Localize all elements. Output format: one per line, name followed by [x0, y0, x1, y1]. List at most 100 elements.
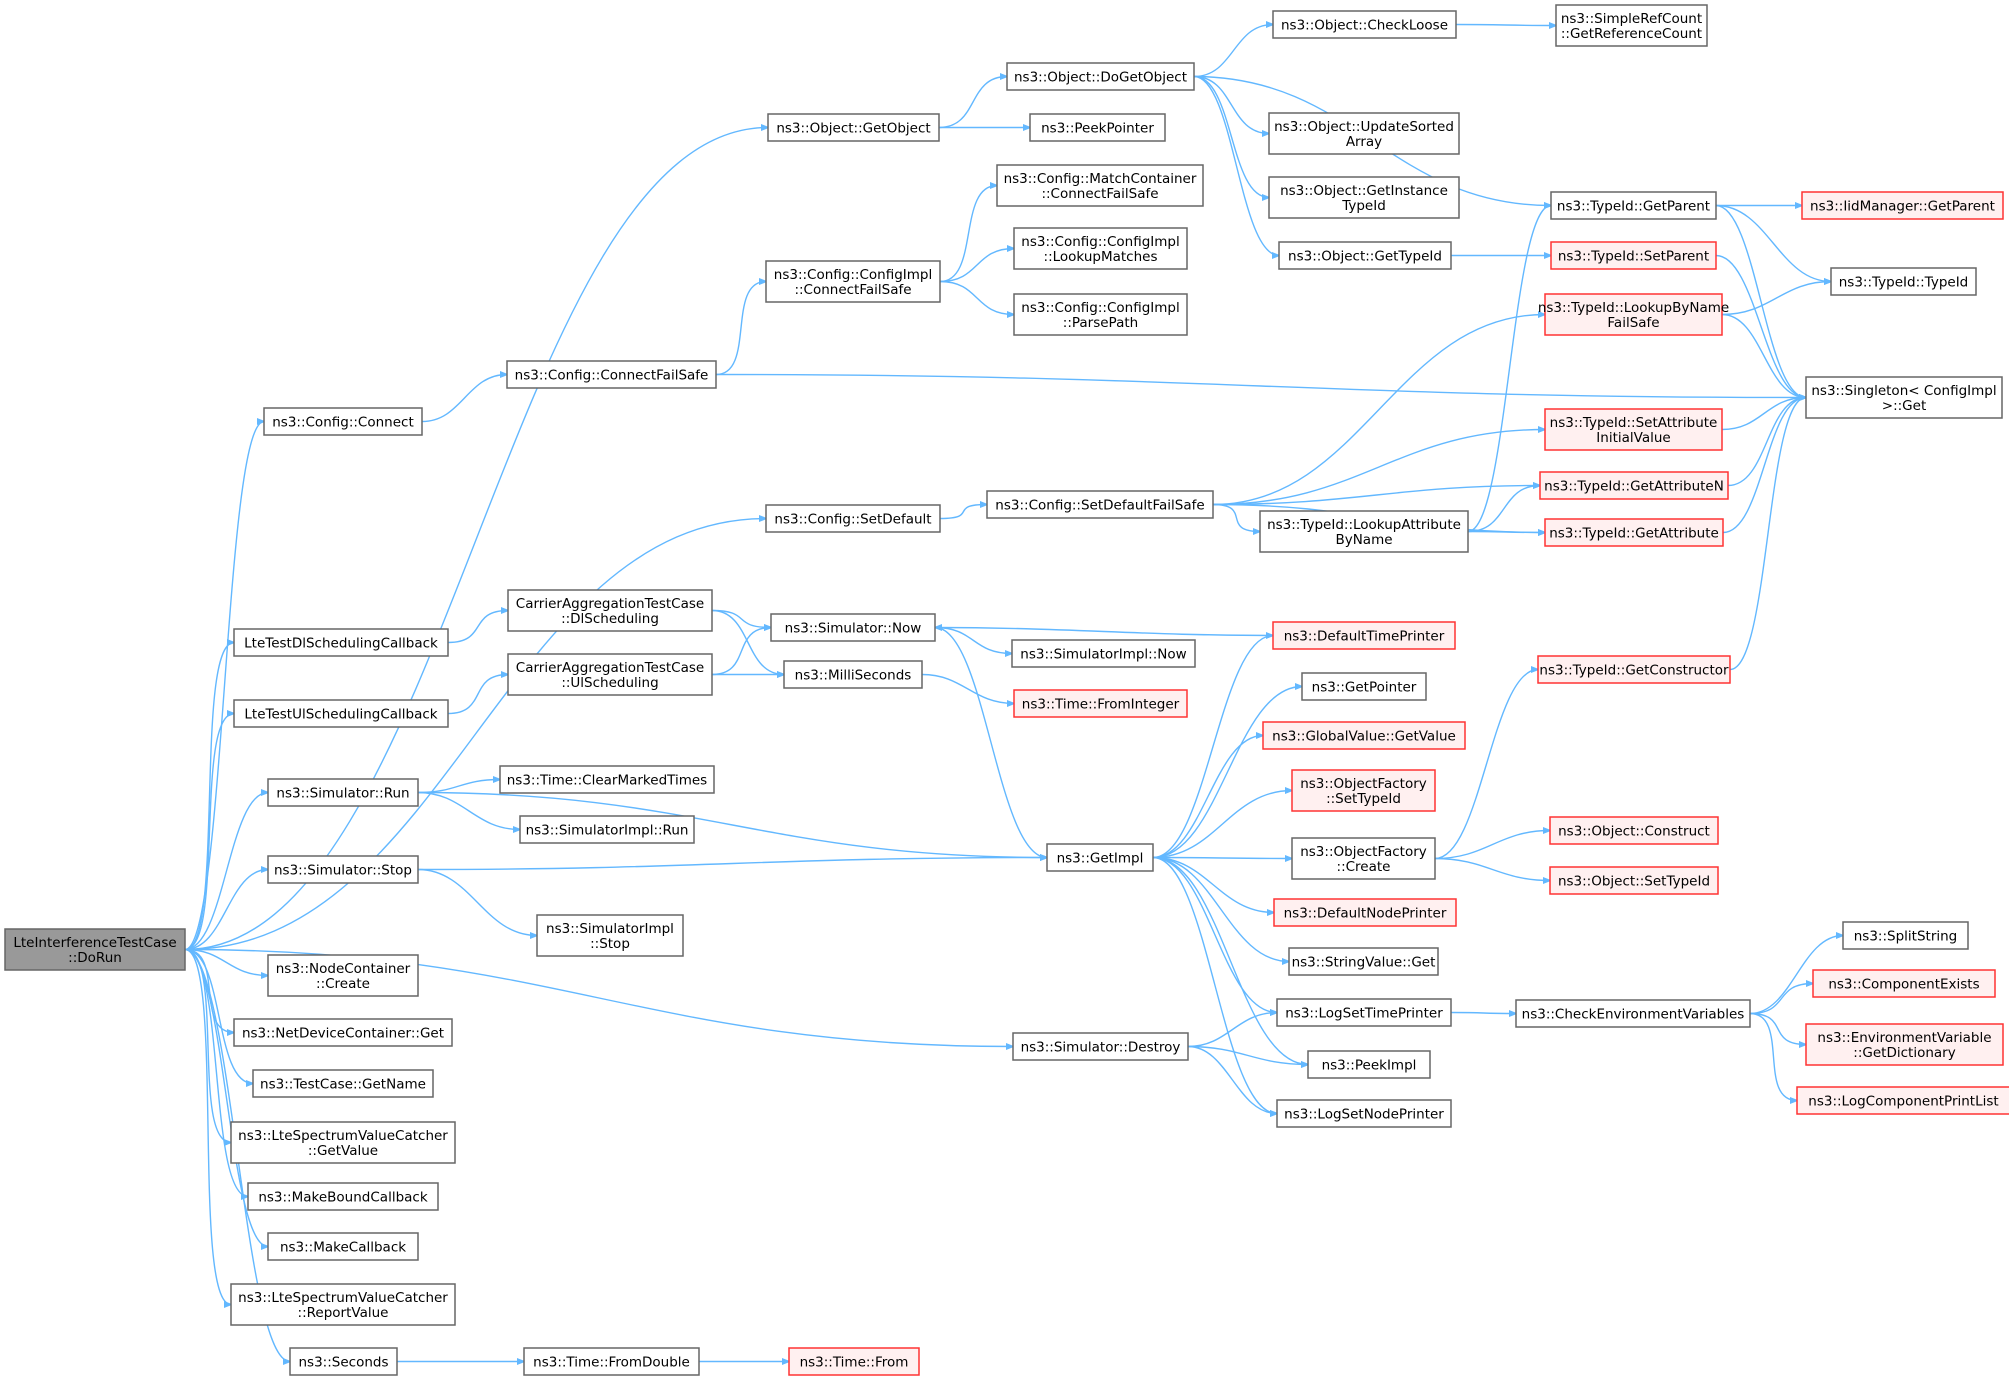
node-seconds[interactable]: ns3::Seconds	[289, 1347, 398, 1376]
node-connectfs[interactable]: ns3::Config::ConnectFailSafe	[506, 360, 717, 389]
edge-ofcreate-to-objsettypeid	[1434, 857, 1550, 881]
node-simimplnow[interactable]: ns3::SimulatorImpl::Now	[1011, 639, 1196, 668]
node-peekpointer[interactable]: ns3::PeekPointer	[1029, 113, 1166, 142]
node-objgettypeid[interactable]: ns3::Object::GetTypeId	[1278, 241, 1452, 270]
node-simrun[interactable]: ns3::Simulator::Run	[267, 778, 419, 807]
node-spectrumget[interactable]: ns3::LteSpectrumValueCatcher::GetValue	[230, 1121, 456, 1164]
node-label-ofcreate-0: ns3::ObjectFactory	[1300, 844, 1427, 860]
edge-root-to-connect	[184, 422, 264, 951]
node-matchcontainer[interactable]: ns3::Config::MatchContainer::ConnectFail…	[996, 164, 1204, 207]
node-makecallback[interactable]: ns3::MakeCallback	[267, 1232, 419, 1261]
node-defnodeprinter[interactable]: ns3::DefaultNodePrinter	[1273, 898, 1457, 927]
node-deftimeprinter[interactable]: ns3::DefaultTimePrinter	[1272, 621, 1456, 650]
node-label-simstop-0: ns3::Simulator::Stop	[274, 863, 412, 879]
node-objconstruct[interactable]: ns3::Object::Construct	[1549, 816, 1719, 845]
node-getconstructor[interactable]: ns3::TypeId::GetConstructor	[1537, 655, 1731, 684]
node-label-lookupmatches-0: ns3::Config::ConfigImpl	[1021, 234, 1179, 250]
node-milliseconds[interactable]: ns3::MilliSeconds	[783, 660, 923, 689]
node-box-fromdouble	[523, 1347, 700, 1376]
node-root[interactable]: LteInterferenceTestCase::DoRun	[4, 928, 186, 971]
node-label-simnow-0: ns3::Simulator::Now	[785, 621, 922, 637]
node-getobject[interactable]: ns3::Object::GetObject	[767, 113, 940, 142]
node-box-objgettypeid	[1278, 241, 1452, 270]
node-ofcreate[interactable]: ns3::ObjectFactory::Create	[1291, 837, 1436, 880]
node-box-lookupmatches	[1013, 227, 1188, 270]
node-logsetnode[interactable]: ns3::LogSetNodePrinter	[1276, 1099, 1452, 1128]
node-simdestroy[interactable]: ns3::Simulator::Destroy	[1012, 1032, 1189, 1061]
node-spectrumreport[interactable]: ns3::LteSpectrumValueCatcher::ReportValu…	[230, 1283, 456, 1326]
node-simimplstop[interactable]: ns3::SimulatorImpl::Stop	[536, 914, 684, 957]
node-label-getimpl-0: ns3::GetImpl	[1057, 851, 1144, 867]
node-label-ulcallback-0: LteTestUlSchedulingCallback	[244, 707, 437, 723]
node-simnow[interactable]: ns3::Simulator::Now	[770, 613, 936, 642]
node-setdefaultfs[interactable]: ns3::Config::SetDefaultFailSafe	[986, 490, 1214, 519]
node-parsepath[interactable]: ns3::Config::ConfigImpl::ParsePath	[1013, 293, 1188, 336]
node-clearmarked[interactable]: ns3::Time::ClearMarkedTimes	[499, 765, 715, 794]
node-peekimpl[interactable]: ns3::PeekImpl	[1307, 1050, 1431, 1079]
node-checkloose[interactable]: ns3::Object::CheckLoose	[1272, 10, 1457, 39]
node-box-logsettime	[1276, 998, 1452, 1027]
node-nodecontainer[interactable]: ns3::NodeContainer::Create	[267, 954, 419, 997]
node-makebound[interactable]: ns3::MakeBoundCallback	[247, 1182, 439, 1211]
node-netdevice[interactable]: ns3::NetDeviceContainer::Get	[233, 1018, 453, 1047]
node-timefrom[interactable]: ns3::Time::From	[788, 1347, 920, 1376]
node-stringvalue[interactable]: ns3::StringValue::Get	[1288, 947, 1439, 976]
node-getattributen[interactable]: ns3::TypeId::GetAttributeN	[1539, 471, 1729, 500]
node-box-objsettypeid	[1549, 866, 1719, 895]
node-frominteger[interactable]: ns3::Time::FromInteger	[1013, 689, 1188, 718]
node-logsettime[interactable]: ns3::LogSetTimePrinter	[1276, 998, 1452, 1027]
node-fromdouble[interactable]: ns3::Time::FromDouble	[523, 1347, 700, 1376]
node-singleton[interactable]: ns3::Singleton< ConfigImpl >::Get	[1805, 376, 2003, 419]
node-box-setparent	[1550, 241, 1717, 270]
edge-getimpl-to-defnodeprinter	[1152, 856, 1274, 913]
node-ulcallback[interactable]: LteTestUlSchedulingCallback	[233, 699, 449, 728]
node-ofsettypeid[interactable]: ns3::ObjectFactory::SetTypeId	[1291, 769, 1436, 812]
node-label-matchcontainer-0: ns3::Config::MatchContainer	[1004, 171, 1197, 187]
node-iidgetparent[interactable]: ns3::IidManager::GetParent	[1801, 191, 2004, 220]
node-dlsched[interactable]: CarrierAggregationTestCase::DlScheduling	[507, 589, 713, 632]
node-getattribute[interactable]: ns3::TypeId::GetAttribute	[1544, 518, 1724, 547]
edge-dlsched-to-simnow	[711, 609, 771, 628]
node-box-timefrom	[788, 1347, 920, 1376]
node-lookupmatches[interactable]: ns3::Config::ConfigImpl::LookupMatches	[1013, 227, 1188, 270]
node-setparent[interactable]: ns3::TypeId::SetParent	[1550, 241, 1717, 270]
edge-getimpl-to-logsettime	[1152, 856, 1277, 1013]
node-objsettypeid[interactable]: ns3::Object::SetTypeId	[1549, 866, 1719, 895]
edge-implconnectfs-to-matchcontainer	[939, 186, 997, 283]
edge-ofcreate-to-objconstruct	[1434, 831, 1550, 860]
node-envvar[interactable]: ns3::EnvironmentVariable::GetDictionary	[1805, 1023, 2004, 1066]
node-checkenv[interactable]: ns3::CheckEnvironmentVariables	[1515, 999, 1751, 1028]
node-logcomponent[interactable]: ns3::LogComponentPrintList	[1796, 1086, 2009, 1115]
node-connect[interactable]: ns3::Config::Connect	[263, 407, 423, 436]
node-box-defnodeprinter	[1273, 898, 1457, 927]
node-globalvalue[interactable]: ns3::GlobalValue::GetValue	[1262, 721, 1466, 750]
node-getparent[interactable]: ns3::TypeId::GetParent	[1550, 191, 1717, 220]
node-implconnectfs[interactable]: ns3::Config::ConfigImpl::ConnectFailSafe	[765, 260, 941, 303]
node-typeidtypeid[interactable]: ns3::TypeId::TypeId	[1830, 267, 1977, 296]
node-dlcallback[interactable]: LteTestDlSchedulingCallback	[233, 628, 449, 657]
node-componentexists[interactable]: ns3::ComponentExists	[1812, 969, 1996, 998]
node-getpointer[interactable]: ns3::GetPointer	[1301, 672, 1427, 701]
node-setdefault[interactable]: ns3::Config::SetDefault	[765, 504, 941, 533]
edge-root-to-setdefault	[184, 519, 766, 951]
node-getimpl[interactable]: ns3::GetImpl	[1046, 843, 1154, 872]
node-simplerefcount[interactable]: ns3::SimpleRefCount::GetReferenceCount	[1555, 4, 1708, 47]
node-testcasename[interactable]: ns3::TestCase::GetName	[252, 1069, 434, 1098]
edge-checkenv-to-splitstring	[1749, 936, 1843, 1015]
edge-root-to-simrun	[184, 793, 268, 951]
node-simimplrun[interactable]: ns3::SimulatorImpl::Run	[519, 815, 695, 844]
node-simstop[interactable]: ns3::Simulator::Stop	[267, 855, 419, 884]
node-dogetobject[interactable]: ns3::Object::DoGetObject	[1006, 62, 1195, 91]
node-box-getparent	[1550, 191, 1717, 220]
node-label-milliseconds-0: ns3::MilliSeconds	[795, 668, 912, 684]
edge-checkloose-to-simplerefcount	[1455, 25, 1556, 26]
node-ulsched[interactable]: CarrierAggregationTestCase::UlScheduling	[507, 653, 713, 696]
edge-getimpl-to-deftimeprinter	[1152, 636, 1273, 859]
node-splitstring[interactable]: ns3::SplitString	[1842, 921, 1969, 950]
node-box-simstop	[267, 855, 419, 884]
